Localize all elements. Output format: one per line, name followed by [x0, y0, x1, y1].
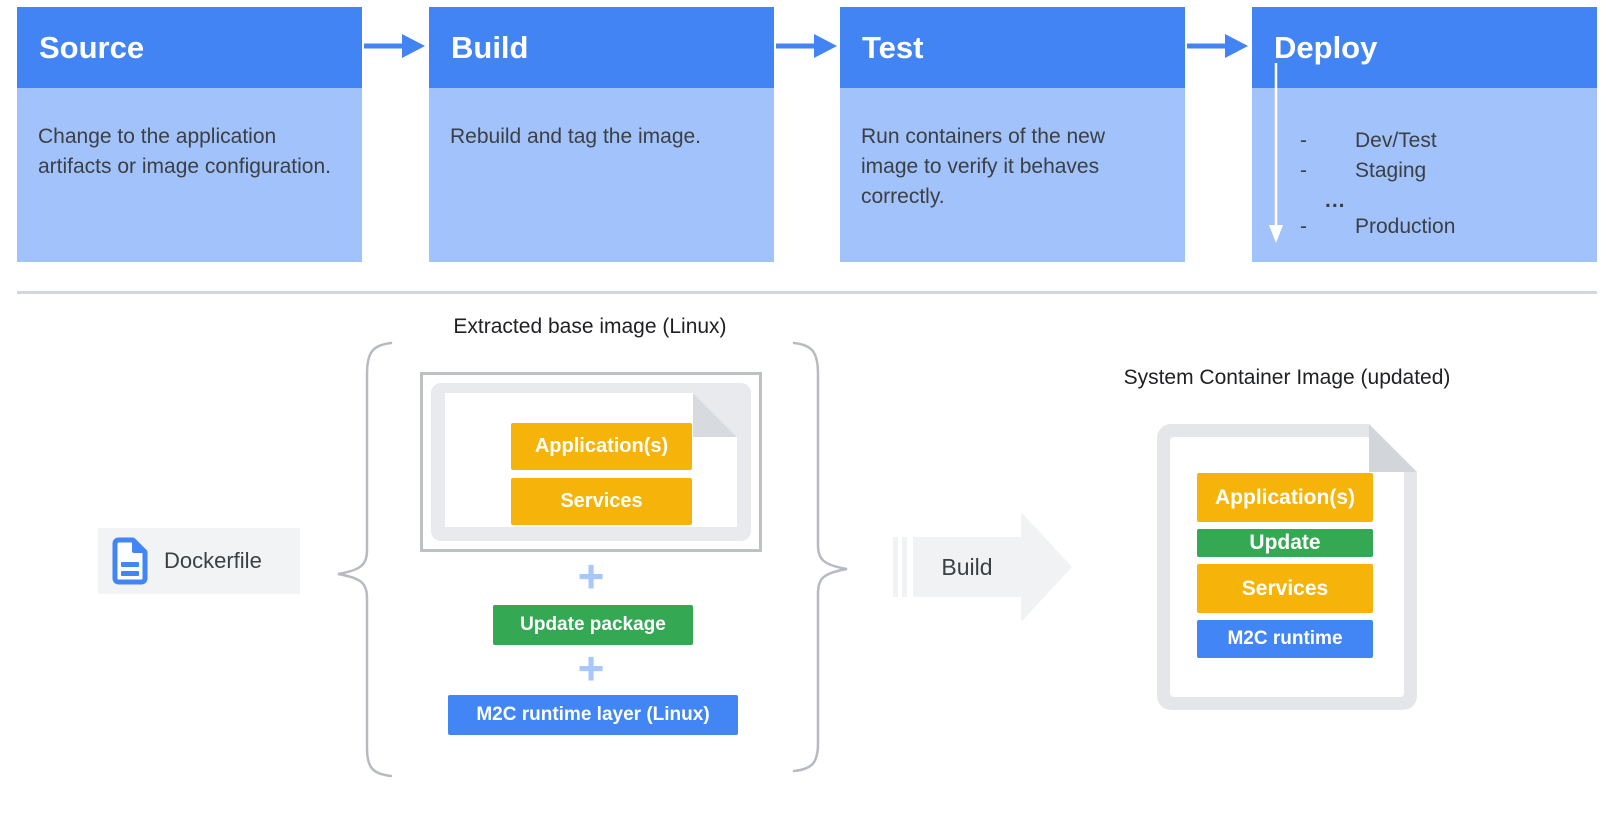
layer-m2c-runtime-linux: M2C runtime layer (Linux) [448, 695, 738, 735]
stage-build: Build Rebuild and tag the image. [429, 7, 774, 262]
base-image-document: Application(s) Services [431, 383, 751, 541]
deploy-target-production: - Production [1252, 212, 1597, 242]
layer-services: Services [511, 478, 692, 525]
deploy-target-ellipsis: ... [1325, 189, 1346, 212]
stage-arrow-icon [776, 34, 837, 58]
deploy-sequence-arrow-icon [1269, 63, 1283, 243]
stage-deploy-title: Deploy [1252, 7, 1597, 88]
result-layer-applications: Application(s) [1197, 473, 1373, 522]
deploy-target-label: Production [1355, 215, 1456, 238]
stage-source-title: Source [17, 7, 362, 88]
stage-arrow-icon [364, 34, 425, 58]
deploy-target-label: Staging [1355, 159, 1427, 182]
page-fold-corner [693, 393, 737, 437]
stage-deploy-body: - Dev/Test - Staging ... - Production [1252, 88, 1597, 262]
dockerfile-item: Dockerfile [98, 528, 300, 594]
build-arrow-icon [893, 512, 1072, 622]
list-dash: - [1300, 159, 1307, 182]
deploy-target-label: Dev/Test [1355, 129, 1437, 152]
build-arrow-label: Build [941, 553, 993, 580]
deploy-target-dev-test: - Dev/Test [1252, 126, 1597, 156]
stage-build-title: Build [429, 7, 774, 88]
page-fold-corner [1369, 424, 1417, 472]
result-layer-services: Services [1197, 564, 1373, 613]
layer-applications: Application(s) [511, 423, 692, 470]
list-dash: - [1300, 129, 1307, 152]
result-image-title: System Container Image (updated) [1123, 366, 1451, 389]
extracted-base-image: Application(s) Services [420, 372, 762, 552]
stage-test-description: Run containers of the new image to verif… [840, 88, 1185, 262]
brace-right-icon [792, 341, 848, 773]
stage-test-title: Test [840, 7, 1185, 88]
result-layer-m2c-runtime: M2C runtime [1197, 620, 1373, 658]
plus-icon: + [577, 642, 605, 694]
plus-icon: + [577, 550, 605, 602]
dockerfile-label: Dockerfile [164, 548, 262, 573]
dockerfile-document-icon [112, 537, 148, 585]
deploy-target-staging: - Staging [1252, 156, 1597, 186]
section-divider [17, 291, 1597, 294]
stage-source-description: Change to the application artifacts or i… [17, 88, 362, 262]
layer-update-package: Update package [493, 605, 693, 645]
stage-deploy: Deploy - Dev/Test - Staging ... - Produc… [1252, 7, 1597, 262]
stage-test: Test Run containers of the new image to … [840, 7, 1185, 262]
system-container-image: Application(s) Update Services M2C runti… [1157, 424, 1417, 710]
stage-source: Source Change to the application artifac… [17, 7, 362, 262]
list-dash: - [1300, 215, 1307, 238]
result-layer-update: Update [1197, 529, 1373, 557]
brace-left-icon [337, 341, 393, 778]
base-image-title: Extracted base image (Linux) [453, 315, 727, 338]
stage-build-description: Rebuild and tag the image. [429, 88, 774, 262]
stage-arrow-icon [1187, 34, 1248, 58]
